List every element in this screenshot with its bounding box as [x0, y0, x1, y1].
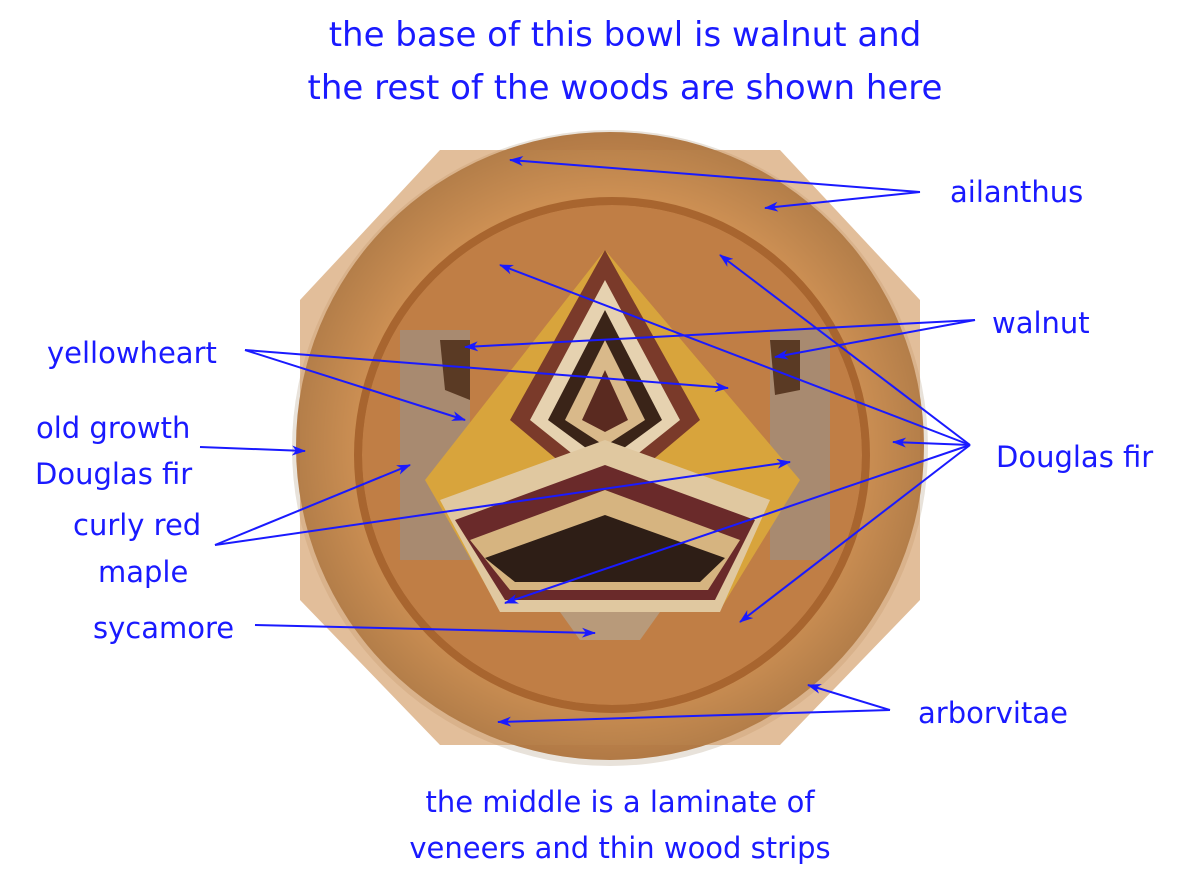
arrow-yellowheart-1	[244, 349, 466, 421]
arrow-douglas-fir-1	[499, 264, 971, 446]
arrow-arborvitae-2	[497, 709, 891, 727]
arrow-douglas-fir-2	[719, 254, 971, 446]
arrow-arborvitae-1	[807, 684, 891, 711]
arrow-walnut-1	[464, 319, 976, 352]
arrow-walnut-2	[774, 319, 976, 360]
arrow-curly-maple-1	[214, 464, 411, 546]
label-walnut: walnut	[992, 306, 1090, 340]
walnut-right	[770, 340, 800, 395]
label-douglas-fir: Douglas fir	[996, 440, 1154, 474]
title-line-2: the rest of the woods are shown here	[307, 68, 943, 108]
label-curly-red-1: curly red	[73, 508, 202, 542]
label-old-growth-2: Douglas fir	[35, 457, 193, 491]
label-ailanthus: ailanthus	[950, 175, 1084, 209]
arrow-ailanthus-2	[764, 191, 921, 212]
label-yellowheart: yellowheart	[47, 336, 217, 370]
arrow-douglas-fir-3	[892, 437, 971, 448]
arrow-curly-maple-2	[214, 458, 791, 546]
arrow-douglas-fir-5	[739, 444, 971, 623]
arrow-old-growth	[199, 445, 306, 456]
label-sycamore: sycamore	[93, 611, 235, 645]
walnut-left	[440, 340, 470, 400]
arrow-sycamore	[254, 624, 596, 638]
label-old-growth-1: old growth	[36, 411, 191, 445]
arrow-ailanthus-1	[509, 156, 921, 193]
label-curly-red-2: maple	[98, 555, 189, 589]
annotation-arrows	[199, 156, 976, 727]
title-line-1: the base of this bowl is walnut and	[328, 15, 922, 55]
caption-line-1: the middle is a laminate of	[425, 785, 815, 819]
arrow-douglas-fir-4	[504, 444, 971, 604]
arrow-yellowheart-2	[244, 349, 729, 392]
caption-line-2: veneers and thin wood strips	[409, 831, 831, 865]
bowl	[292, 130, 928, 766]
label-arborvitae: arborvitae	[918, 696, 1068, 730]
